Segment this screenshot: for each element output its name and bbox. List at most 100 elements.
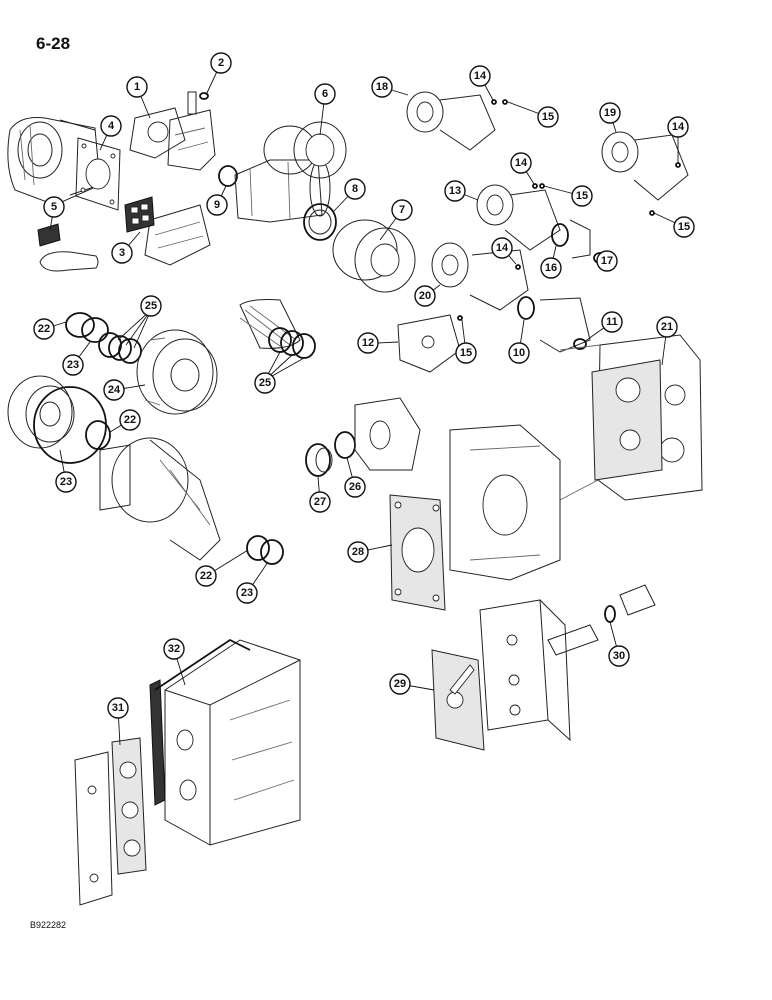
svg-text:12: 12 xyxy=(362,337,374,349)
support-bracket xyxy=(354,397,421,471)
svg-text:15: 15 xyxy=(460,347,472,359)
callout-10: 10 xyxy=(508,342,530,364)
svg-text:26: 26 xyxy=(349,481,361,493)
gasket-29 xyxy=(431,649,485,751)
drum-housing xyxy=(234,159,331,223)
callout-18: 18 xyxy=(371,76,393,98)
svg-text:14: 14 xyxy=(672,121,685,133)
callout-23b: 23 xyxy=(55,471,77,493)
svg-text:23: 23 xyxy=(67,359,79,371)
drum-24 xyxy=(136,329,218,415)
callout-23a: 23 xyxy=(62,354,84,376)
callout-25a: 25 xyxy=(140,295,162,317)
seal-8 xyxy=(303,203,337,241)
bracket-12 xyxy=(397,314,461,373)
svg-text:24: 24 xyxy=(108,384,121,396)
callout-27: 27 xyxy=(309,491,331,513)
fitting-30 xyxy=(547,584,656,656)
svg-text:3: 3 xyxy=(119,247,125,259)
callout-12: 12 xyxy=(357,332,379,354)
svg-text:17: 17 xyxy=(601,255,613,267)
callout-29: 29 xyxy=(389,673,411,695)
svg-text:21: 21 xyxy=(661,321,673,333)
svg-text:14: 14 xyxy=(515,157,528,169)
valve-body-lower xyxy=(144,204,211,266)
svg-text:1: 1 xyxy=(134,81,140,93)
callout-24: 24 xyxy=(103,379,125,401)
seal-10 xyxy=(517,296,591,353)
svg-text:5: 5 xyxy=(51,201,57,213)
gasket-13 xyxy=(476,184,561,251)
svg-text:15: 15 xyxy=(576,190,588,202)
seal-ring-2 xyxy=(199,92,209,100)
callout-16: 16 xyxy=(540,257,562,279)
svg-text:20: 20 xyxy=(419,290,431,302)
svg-text:14: 14 xyxy=(474,70,487,82)
svg-text:23: 23 xyxy=(60,476,72,488)
gasket-28 xyxy=(389,494,446,611)
callout-11: 11 xyxy=(601,311,623,333)
svg-text:29: 29 xyxy=(394,678,406,690)
valve-body-upper xyxy=(167,91,216,171)
callout-14a: 14 xyxy=(469,65,491,87)
gasket-20 xyxy=(431,242,529,311)
svg-text:25: 25 xyxy=(259,377,271,389)
svg-text:2: 2 xyxy=(218,57,224,69)
rings-22-23-bottom xyxy=(246,535,284,565)
svg-text:10: 10 xyxy=(513,347,525,359)
cover-plate-3 xyxy=(124,196,155,233)
callout-14c: 14 xyxy=(667,116,689,138)
callout-7: 7 xyxy=(391,199,413,221)
svg-text:15: 15 xyxy=(678,221,690,233)
svg-text:9: 9 xyxy=(214,199,220,211)
callout-14b: 14 xyxy=(510,152,532,174)
gasket-18 xyxy=(406,91,496,151)
callout-13: 13 xyxy=(444,180,466,202)
svg-text:6: 6 xyxy=(322,88,328,100)
seal-16 xyxy=(551,219,591,259)
gasket-1 xyxy=(129,107,186,159)
plate-7 xyxy=(332,219,416,293)
callout-15a: 15 xyxy=(537,106,559,128)
svg-text:7: 7 xyxy=(399,204,405,216)
callout-22b: 22 xyxy=(119,409,141,431)
seal-26 xyxy=(334,431,356,459)
svg-text:4: 4 xyxy=(108,120,115,132)
svg-text:14: 14 xyxy=(496,242,509,254)
main-housing xyxy=(164,639,301,846)
callout-17: 17 xyxy=(596,250,618,272)
svg-text:18: 18 xyxy=(376,81,388,93)
callout-25b: 25 xyxy=(254,372,276,394)
callout-2: 2 xyxy=(210,52,232,74)
svg-text:23: 23 xyxy=(241,587,253,599)
shaft-assembly xyxy=(33,386,221,561)
callout-26: 26 xyxy=(344,476,366,498)
callout-32: 32 xyxy=(163,638,185,660)
callout-31: 31 xyxy=(107,697,129,719)
svg-text:22: 22 xyxy=(200,570,212,582)
gasket-32 xyxy=(149,638,251,806)
svg-text:8: 8 xyxy=(352,183,358,195)
callout-19: 19 xyxy=(599,102,621,124)
page-number: 6-28 xyxy=(36,34,71,53)
callout-23c: 23 xyxy=(236,582,258,604)
clutch-pack xyxy=(7,375,75,449)
svg-text:28: 28 xyxy=(352,546,364,558)
callout-21: 21 xyxy=(656,316,678,338)
svg-text:15: 15 xyxy=(542,111,554,123)
plug-5 xyxy=(37,223,99,272)
callout-28: 28 xyxy=(347,541,369,563)
callout-15c: 15 xyxy=(673,216,695,238)
svg-text:32: 32 xyxy=(168,643,180,655)
mounting-plate xyxy=(75,137,121,211)
svg-text:11: 11 xyxy=(606,316,618,328)
svg-text:19: 19 xyxy=(604,107,616,119)
valve-block xyxy=(479,599,571,742)
gasket-19 xyxy=(601,131,689,201)
callout-3: 3 xyxy=(111,242,133,264)
svg-text:31: 31 xyxy=(112,702,124,714)
svg-text:22: 22 xyxy=(38,323,50,335)
callout-6: 6 xyxy=(314,83,336,105)
gasket-31 xyxy=(111,737,147,875)
